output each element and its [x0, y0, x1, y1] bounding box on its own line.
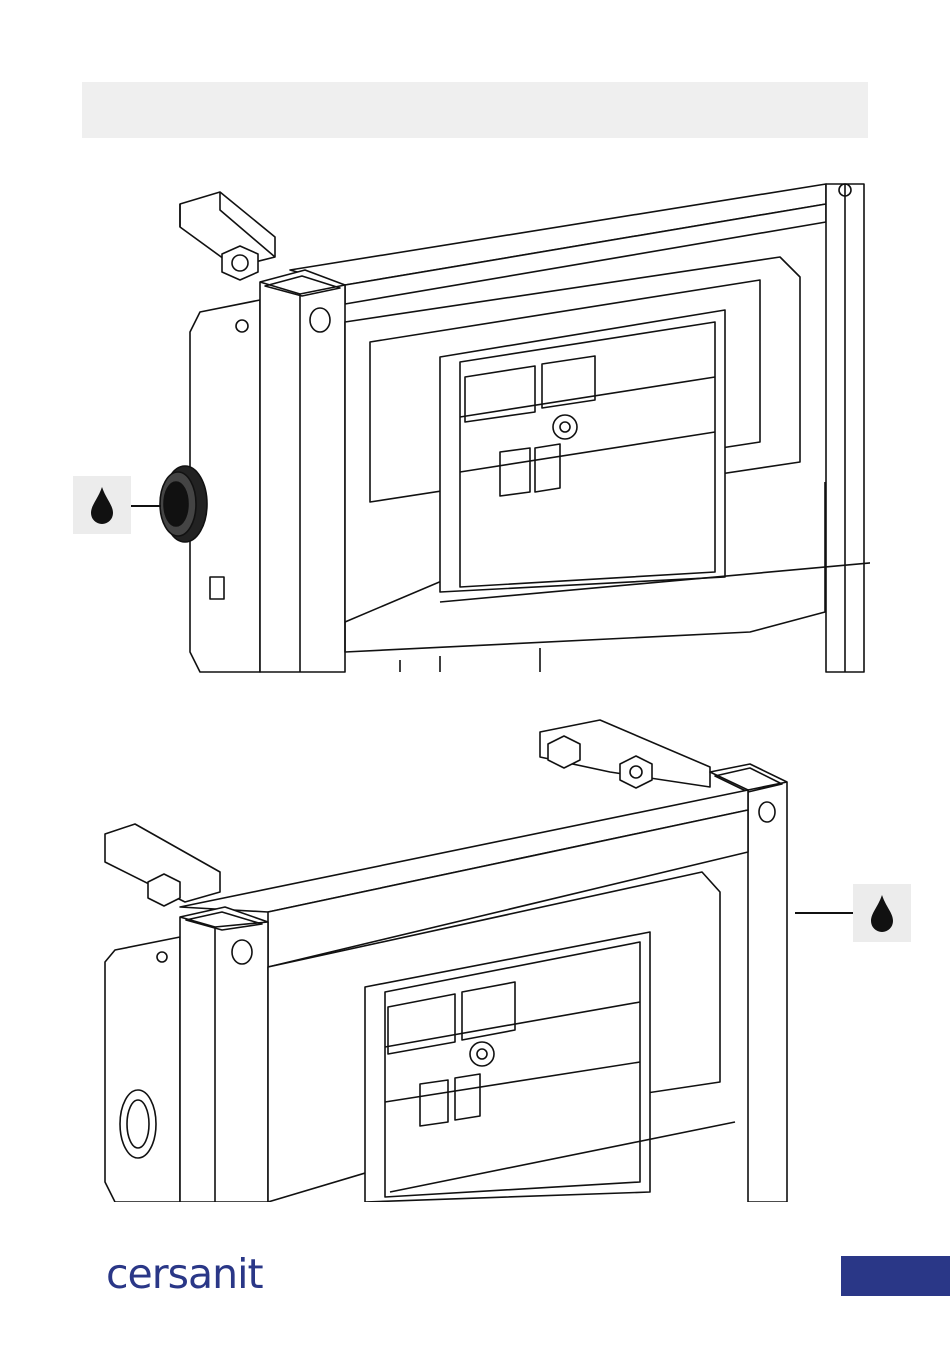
- installation-figure-1: [140, 182, 870, 677]
- header-bar: [82, 82, 868, 138]
- page-number-tab: [841, 1256, 950, 1296]
- water-inlet-badge-2: [853, 884, 911, 942]
- water-drop-icon: [89, 485, 115, 525]
- installation-figure-2: [90, 712, 810, 1202]
- cersanit-logo: cersanit: [106, 1254, 263, 1295]
- water-inlet-badge-1: [73, 476, 131, 534]
- leader-line-1: [131, 505, 161, 507]
- water-drop-icon: [869, 893, 895, 933]
- leader-line-2: [795, 912, 853, 914]
